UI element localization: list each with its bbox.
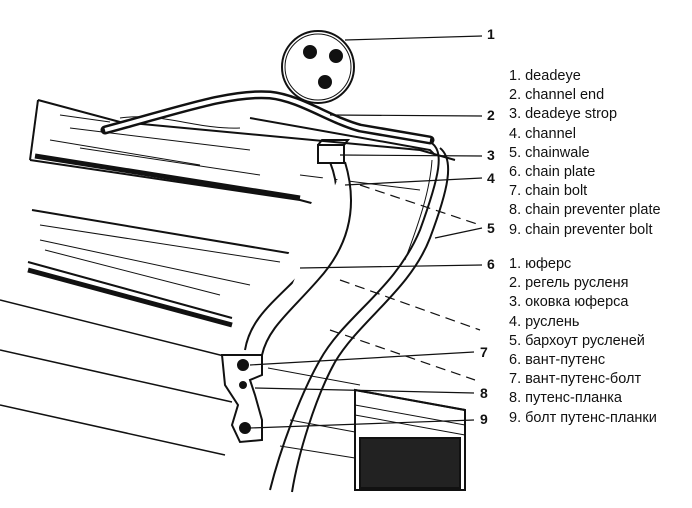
leader-lines (249, 35, 483, 429)
legend-item: 2. channel end (509, 87, 605, 104)
chain-bolt (237, 359, 249, 371)
legend-item: 3. оковка юферса (509, 294, 629, 311)
legend-item: 1. юферс (509, 256, 572, 272)
callout-5: 5 (487, 220, 495, 236)
legend-item: 5. бархоут русленей (509, 332, 645, 349)
channel-shape (100, 90, 436, 191)
legend-english: 1. deadeye 2. channel end 3. deadeye str… (509, 67, 661, 240)
chain-plate (244, 139, 352, 356)
callout-2: 2 (487, 107, 495, 123)
legend-item: 2. регель русленя (509, 275, 629, 292)
legend-item: 9. болт путенс-планки (509, 409, 657, 426)
legend-item: 6. chain plate (509, 163, 596, 180)
legend-item: 8. путенс-планка (509, 390, 622, 407)
legend-russian: 1. юферс 2. регель русленя 3. оковка юфе… (509, 255, 657, 428)
hull-planking (0, 99, 481, 459)
chain-preventer-bolt (239, 422, 251, 434)
channel-end (269, 141, 450, 493)
callout-7: 7 (480, 344, 488, 360)
legend-item: 4. channel (509, 125, 576, 142)
legend-item: 4. руслень (509, 313, 580, 330)
callout-3: 3 (487, 147, 495, 163)
deck-section (354, 388, 466, 491)
legend-item: 5. chainwale (509, 144, 590, 161)
legend-item: 6. вант-путенс (509, 351, 606, 368)
legend-item: 9. chain preventer bolt (509, 221, 653, 238)
legend-item: 8. chain preventer plate (509, 202, 661, 219)
callout-1: 1 (487, 26, 495, 42)
callout-4: 4 (487, 170, 495, 186)
callout-9: 9 (480, 411, 488, 427)
legend-item: 3. deadeye strop (509, 106, 618, 123)
callout-8: 8 (480, 385, 488, 401)
callout-6: 6 (487, 256, 495, 272)
chain-preventer-plate (220, 354, 263, 444)
legend-item: 7. chain bolt (509, 183, 588, 200)
legend-item: 7. вант-путенс-болт (509, 371, 642, 388)
legend-item: 1. deadeye (509, 68, 581, 84)
deadeye (281, 30, 355, 104)
